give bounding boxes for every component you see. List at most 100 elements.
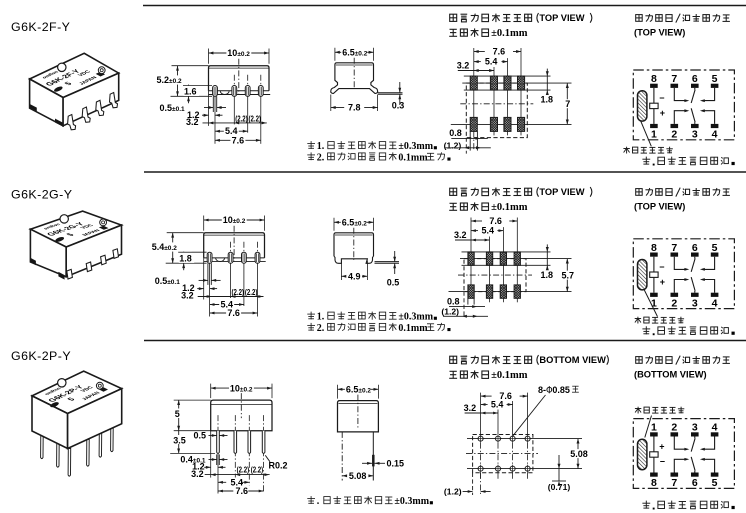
- svg-text:omRon: omRon: [42, 223, 62, 230]
- svg-text:−: −: [659, 93, 664, 103]
- svg-text:0.8: 0.8: [449, 128, 462, 138]
- svg-text:7: 7: [671, 242, 677, 254]
- svg-text:1.8: 1.8: [179, 254, 192, 264]
- svg-text:omRon: omRon: [41, 70, 60, 79]
- svg-text:(0.71): (0.71): [548, 482, 571, 492]
- svg-text:7.6: 7.6: [489, 216, 502, 226]
- svg-text:R0.2: R0.2: [269, 460, 288, 470]
- svg-text:6.5±0.2: 6.5±0.2: [346, 385, 372, 395]
- svg-text:5: 5: [712, 73, 718, 85]
- svg-text:8: 8: [651, 73, 657, 85]
- svg-text:5: 5: [64, 232, 76, 237]
- svg-text:−: −: [660, 457, 665, 467]
- svg-text:VDC: VDC: [79, 224, 95, 230]
- svg-text:omRon: omRon: [43, 387, 62, 396]
- svg-text:5: 5: [712, 477, 718, 489]
- svg-text:BOTTOM VIEW: BOTTOM VIEW: [539, 355, 606, 365]
- svg-text:G6K-2P-Y: G6K-2P-Y: [11, 349, 71, 363]
- svg-text:(2.2): (2.2): [249, 114, 262, 123]
- svg-text:0.1mm: 0.1mm: [398, 323, 428, 334]
- svg-text:0.5±0.1: 0.5±0.1: [155, 276, 181, 286]
- svg-text:3: 3: [692, 129, 698, 141]
- svg-text:5: 5: [62, 80, 74, 86]
- svg-text:JAPAN: JAPAN: [80, 229, 102, 237]
- svg-text:VDC: VDC: [77, 70, 93, 78]
- svg-text:2: 2: [671, 129, 677, 141]
- svg-text:4: 4: [712, 422, 718, 434]
- svg-text:5.4: 5.4: [221, 300, 234, 310]
- svg-text:(1.2): (1.2): [441, 307, 459, 317]
- svg-text:5.4: 5.4: [225, 126, 238, 136]
- svg-text:1.: 1.: [317, 141, 325, 152]
- svg-text:8-: 8-: [538, 385, 546, 395]
- svg-text:2.: 2.: [317, 152, 325, 163]
- svg-text:TOP VIEW: TOP VIEW: [539, 13, 584, 23]
- svg-text:6.5±0.2: 6.5±0.2: [342, 218, 368, 228]
- svg-text:7.6: 7.6: [499, 391, 512, 401]
- svg-text:5.08: 5.08: [570, 449, 588, 459]
- svg-text:7.6: 7.6: [227, 308, 240, 318]
- svg-text:5.4±0.2: 5.4±0.2: [152, 242, 178, 252]
- svg-text:5.4: 5.4: [481, 226, 494, 236]
- svg-text:(2.2): (2.2): [251, 465, 264, 474]
- svg-text:(2.2): (2.2): [245, 288, 258, 297]
- svg-text:2: 2: [671, 422, 677, 434]
- svg-text:+: +: [660, 277, 665, 287]
- svg-text:0.8: 0.8: [447, 296, 460, 306]
- svg-text:1.: 1.: [317, 312, 325, 323]
- svg-text:5.08: 5.08: [349, 471, 367, 481]
- svg-text:(2.2): (2.2): [232, 288, 245, 297]
- svg-text:(2.2): (2.2): [235, 114, 248, 123]
- svg-text:3.2: 3.2: [191, 469, 204, 479]
- svg-text:10±0.2: 10±0.2: [230, 383, 253, 393]
- svg-text:(2.2): (2.2): [237, 465, 250, 474]
- svg-text:1: 1: [651, 297, 657, 309]
- svg-text:0.5: 0.5: [193, 431, 206, 441]
- svg-text:(1.2): (1.2): [444, 140, 462, 150]
- svg-text:4: 4: [712, 129, 718, 141]
- svg-text:7.6: 7.6: [493, 47, 506, 57]
- svg-text:±0.3mm: ±0.3mm: [394, 496, 429, 507]
- svg-text:G6K-2F-Y: G6K-2F-Y: [11, 20, 70, 34]
- svg-text:±0.1mm: ±0.1mm: [491, 370, 528, 381]
- svg-text:0.4±0.1: 0.4±0.1: [180, 454, 206, 464]
- svg-text:5.4: 5.4: [491, 400, 504, 410]
- svg-text:5.4: 5.4: [485, 57, 498, 67]
- svg-text:2.: 2.: [317, 323, 325, 334]
- svg-text:10±0.2: 10±0.2: [227, 48, 250, 58]
- svg-text:1.6: 1.6: [184, 87, 197, 97]
- svg-text:7: 7: [671, 73, 677, 85]
- svg-text:5: 5: [175, 409, 180, 419]
- svg-text:1.2: 1.2: [192, 462, 205, 472]
- svg-text:0.5±0.1: 0.5±0.1: [160, 103, 186, 113]
- svg-text:0.85: 0.85: [552, 385, 570, 395]
- svg-text:8: 8: [651, 242, 657, 254]
- svg-text:5.4: 5.4: [230, 477, 243, 487]
- svg-text:G6K-2G-Y: G6K-2G-Y: [11, 188, 72, 202]
- svg-text:0.1mm: 0.1mm: [398, 152, 428, 163]
- svg-text:(TOP VIEW): (TOP VIEW): [634, 202, 685, 212]
- svg-text:3.5: 3.5: [173, 436, 186, 446]
- svg-text:1.2: 1.2: [187, 110, 200, 120]
- svg-text:±0.1mm: ±0.1mm: [491, 202, 528, 213]
- svg-text:TOP VIEW: TOP VIEW: [539, 187, 584, 197]
- svg-text:+: +: [659, 442, 664, 452]
- svg-text:±0.3mm: ±0.3mm: [398, 312, 433, 323]
- svg-text:1.2: 1.2: [182, 283, 195, 293]
- svg-text:5.2±0.2: 5.2±0.2: [157, 75, 183, 85]
- svg-text:JAPAN: JAPAN: [78, 76, 99, 86]
- svg-text:7: 7: [671, 477, 677, 489]
- svg-text:1: 1: [651, 129, 657, 141]
- svg-text:(TOP VIEW): (TOP VIEW): [634, 28, 685, 38]
- svg-text:7: 7: [565, 99, 570, 109]
- svg-text:3.2: 3.2: [454, 230, 467, 240]
- svg-text:0.5: 0.5: [387, 278, 400, 288]
- svg-text:0.15: 0.15: [387, 458, 405, 468]
- svg-text:1.8: 1.8: [541, 95, 554, 105]
- svg-text:5: 5: [65, 396, 77, 402]
- svg-text:4.9: 4.9: [348, 271, 361, 281]
- svg-text:(1.2): (1.2): [444, 486, 462, 496]
- svg-text:10±0.2: 10±0.2: [223, 215, 246, 225]
- svg-text:7.8: 7.8: [348, 103, 361, 113]
- svg-text:1.8: 1.8: [541, 270, 554, 280]
